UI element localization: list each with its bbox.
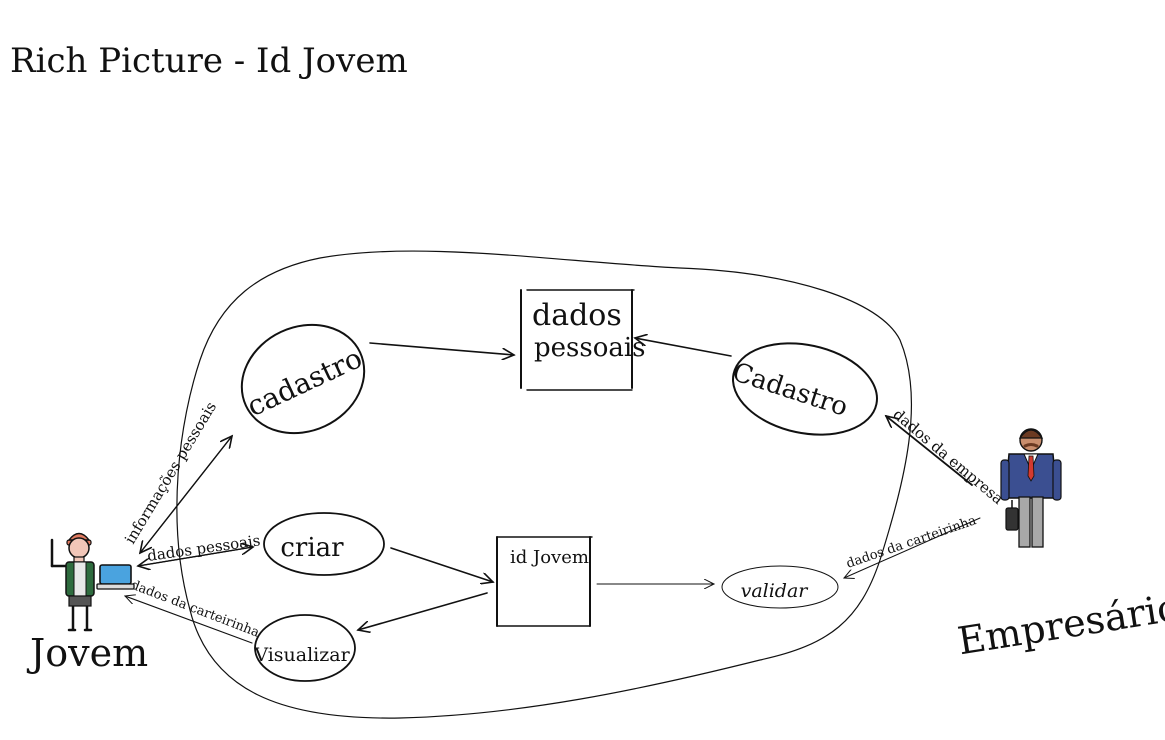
flow-label-dados-pessoais: dados pessoais bbox=[146, 531, 261, 565]
process-criar: criar bbox=[263, 512, 385, 576]
flow-criar-to-idjovem bbox=[390, 547, 493, 582]
store-dados-pessoais: dados pessoais bbox=[520, 289, 646, 391]
svg-text:validar: validar bbox=[741, 580, 810, 602]
store-id-jovem: id Jovem bbox=[496, 536, 593, 627]
flow-dados-carteirinha-jovem bbox=[125, 596, 253, 644]
page-title: Rich Picture - Id Jovem bbox=[10, 41, 408, 81]
svg-text:Cadastro: Cadastro bbox=[729, 357, 852, 422]
flow-label-dados-carteirinha-empresario: dados da carteirinha bbox=[844, 513, 978, 572]
flow-dados-carteirinha-empresario bbox=[844, 517, 981, 578]
flow-informacoes-pessoais-back bbox=[140, 435, 233, 553]
process-validar: validar bbox=[721, 565, 839, 609]
flow-cadastro-empresa-to-store bbox=[635, 338, 732, 357]
svg-text:cadastro: cadastro bbox=[242, 341, 367, 423]
store-dados-pessoais-line2: pessoais bbox=[534, 333, 646, 363]
flow-label-informacoes-pessoais: informações pessoais bbox=[121, 398, 220, 547]
actor-jovem-label: Jovem bbox=[26, 631, 148, 675]
svg-text:criar: criar bbox=[280, 533, 344, 563]
process-visualizar: Visualizar bbox=[253, 614, 356, 682]
process-cadastro-jovem: cadastro bbox=[240, 323, 367, 435]
flow-label-dados-carteirinha-jovem: dados da carteirinha bbox=[129, 578, 262, 641]
system-boundary bbox=[176, 250, 913, 719]
empresario-figure-icon bbox=[1000, 428, 1062, 548]
svg-text:Visualizar: Visualizar bbox=[253, 644, 350, 666]
store-dados-pessoais-line1: dados bbox=[532, 298, 622, 333]
store-id-jovem-label: id Jovem bbox=[510, 547, 589, 568]
flow-dados-empresa bbox=[886, 416, 973, 486]
process-cadastro-empresa: Cadastro bbox=[729, 342, 878, 436]
actor-empresario-label: Empresário bbox=[955, 585, 1165, 664]
flow-idjovem-to-visualizar bbox=[358, 592, 488, 630]
flow-cadastro-to-store bbox=[369, 342, 514, 355]
jovem-figure-icon bbox=[50, 532, 135, 632]
flow-dados-pessoais-back bbox=[138, 546, 254, 566]
